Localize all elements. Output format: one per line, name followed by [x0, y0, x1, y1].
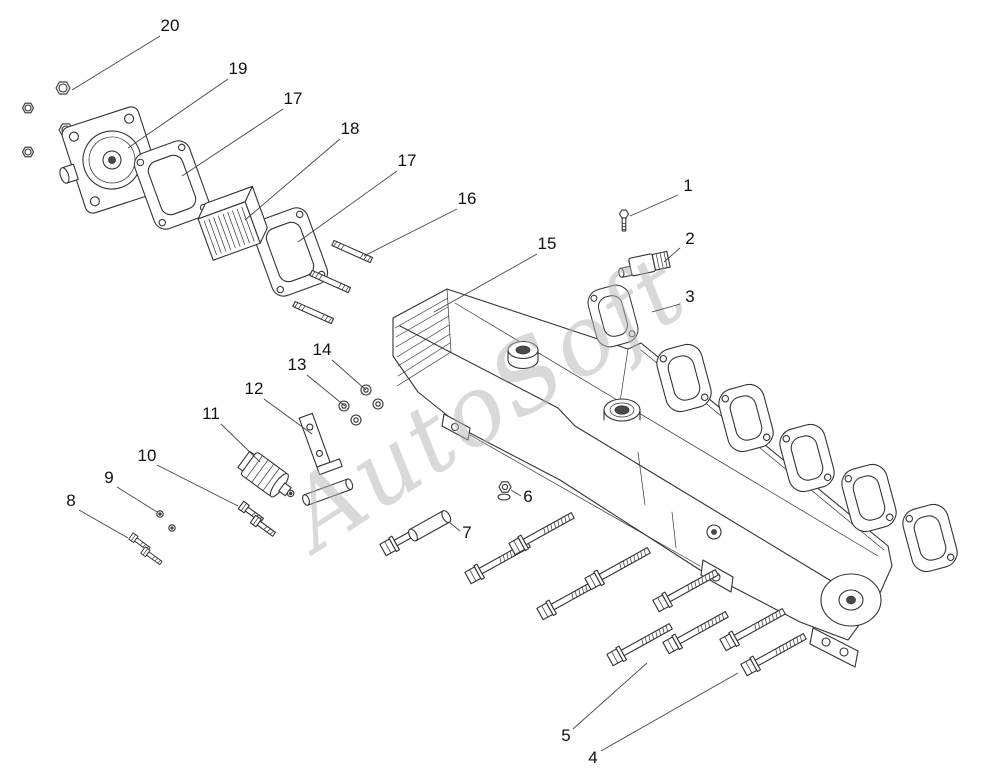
- callout-label-13: 13: [288, 355, 307, 374]
- callout-label-15: 15: [538, 234, 557, 253]
- callout-leader-20: [71, 35, 161, 91]
- callout-label-7: 7: [462, 523, 471, 542]
- callout-leader-9: [116, 486, 158, 513]
- callout-leader-13: [306, 374, 346, 407]
- callout-leader-1: [629, 194, 679, 217]
- callout-leader-12: [263, 398, 313, 435]
- callout-label-6: 6: [523, 487, 532, 506]
- callout-leader-15: [433, 253, 538, 313]
- mounting-foot: [441, 413, 471, 441]
- callout-leader-7: [448, 521, 461, 532]
- callout-leader-4: [600, 672, 739, 752]
- callout-leader-17: [297, 170, 398, 243]
- callout-label-12: 12: [245, 379, 264, 398]
- pressure-sensor: [618, 250, 671, 278]
- callout-label-8: 8: [66, 491, 75, 510]
- callout-label-5: 5: [561, 726, 570, 745]
- callout-label-17: 17: [398, 151, 417, 170]
- flange-nut: [497, 481, 512, 501]
- mounting-bolt: [661, 606, 732, 656]
- mounting-bolt: [651, 564, 722, 614]
- callout-leader-11: [220, 423, 261, 463]
- mounting-foot: [809, 627, 859, 668]
- callout-leader-18: [244, 138, 341, 221]
- manifold-body: [392, 288, 893, 668]
- plug-screw: [618, 209, 630, 232]
- hex-nut: [21, 102, 35, 114]
- callout-leader-16: [363, 208, 458, 257]
- gasket: [898, 500, 962, 576]
- callout-leader-3: [651, 303, 681, 313]
- callout-leader-17: [181, 108, 284, 177]
- intake-port-boss: [507, 340, 539, 370]
- callout-label-16: 16: [458, 189, 477, 208]
- stud: [331, 239, 374, 264]
- mounting-bolt: [507, 507, 578, 557]
- callout-label-10: 10: [138, 446, 157, 465]
- screw-pair: [156, 510, 176, 532]
- spacer-tube: [408, 510, 452, 542]
- solenoid-valve: [237, 450, 295, 498]
- callout-label-18: 18: [341, 119, 360, 138]
- callout-leader-19: [127, 78, 229, 149]
- callout-label-19: 19: [229, 59, 248, 78]
- callout-leader-5: [572, 662, 648, 730]
- callout-leader-2: [663, 247, 681, 263]
- spacer-bolt: [378, 508, 452, 558]
- callout-label-2: 2: [685, 229, 694, 248]
- manifold-end-cap: [820, 573, 882, 627]
- callout-leader-10: [156, 464, 239, 507]
- mounting-bolt: [583, 542, 654, 592]
- callout-label-17: 17: [284, 89, 303, 108]
- callout-label-9: 9: [104, 468, 113, 487]
- callout-label-4: 4: [588, 748, 597, 767]
- callout-label-20: 20: [161, 16, 180, 35]
- callout-label-11: 11: [202, 404, 220, 423]
- screw: [140, 546, 164, 567]
- bracket: [298, 412, 343, 476]
- hex-nut: [21, 146, 35, 158]
- stud: [292, 300, 335, 325]
- callout-leader-6: [510, 489, 522, 497]
- pipe: [302, 478, 354, 506]
- hex-bolt: [55, 81, 71, 95]
- cover-flange: [59, 106, 163, 214]
- heater-block: [197, 185, 268, 261]
- mounting-bolt: [718, 603, 789, 653]
- callout-label-1: 1: [683, 176, 692, 195]
- callout-label-3: 3: [685, 287, 694, 306]
- callout-label-14: 14: [313, 340, 332, 359]
- sensor-boss: [603, 398, 641, 422]
- callout-leader-14: [331, 359, 367, 391]
- mounting-bolt: [739, 628, 810, 678]
- callout-leader-8: [78, 509, 129, 539]
